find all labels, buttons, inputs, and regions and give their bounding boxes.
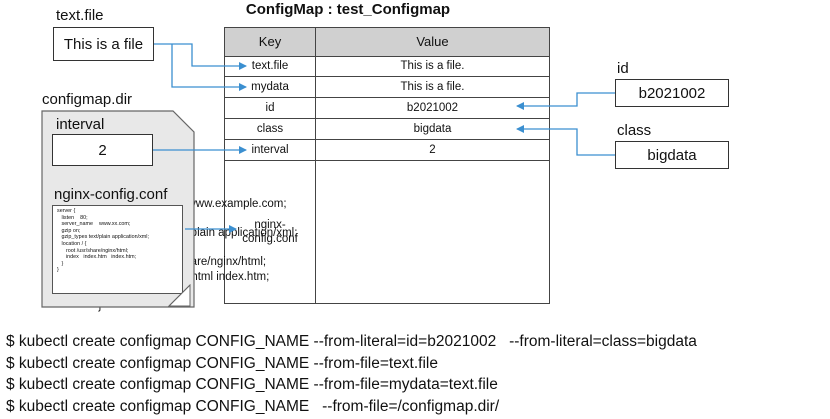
- page-curl-icon: [168, 284, 191, 307]
- table-row: id b2021002: [225, 98, 549, 119]
- nginx-key-line: config.conf: [242, 233, 298, 245]
- code-line: }: [57, 260, 64, 267]
- configmap-title: ConfigMap : test_Configmap: [245, 1, 451, 18]
- command-line: $ kubectl create configmap CONFIG_NAME -…: [6, 376, 498, 393]
- table-row: interval 2: [225, 140, 549, 161]
- arrow-text-file: [154, 43, 247, 70]
- code-line: server {: [57, 208, 76, 214]
- code-line: location / {: [57, 240, 87, 247]
- class-value: bigdata: [647, 146, 697, 164]
- arrow-class: [516, 125, 615, 156]
- command-line: $ kubectl create configmap CONFIG_NAME -…: [6, 397, 500, 415]
- header-key: Key: [258, 34, 282, 49]
- header-value: Value: [416, 34, 449, 49]
- configmap-table: Key Value text.file This is a file. myda…: [224, 27, 550, 304]
- row-key: interval: [251, 143, 289, 156]
- row-value: b2021002: [406, 102, 459, 114]
- text-file-content: This is a file: [63, 35, 144, 53]
- table-row: text.file This is a file.: [225, 56, 549, 77]
- id-value: b2021002: [638, 84, 706, 102]
- row-value: This is a file.: [400, 81, 465, 93]
- code-line: root /usr/share/nginx/html;: [57, 247, 129, 254]
- command-line: $ kubectl create configmap CONFIG_NAME -…: [6, 354, 438, 372]
- code-line: gzip_types text/plain application/xml;: [57, 234, 149, 241]
- column-separator: [315, 28, 316, 303]
- code-line: listen 80;: [57, 214, 88, 221]
- nginx-config-file-preview: server { listen 80; server_name www.xx.c…: [52, 205, 183, 294]
- row-key: mydata: [251, 80, 289, 93]
- interval-box: 2: [52, 134, 153, 166]
- row-key: id: [265, 101, 275, 114]
- id-label: id: [617, 60, 629, 77]
- row-key: class: [256, 122, 284, 135]
- text-file-label: text.file: [56, 7, 104, 24]
- command-list: $ kubectl create configmap CONFIG_NAME -…: [6, 331, 697, 417]
- nginx-config-label: nginx-config.conf: [54, 186, 168, 203]
- table-row: class bigdata: [225, 119, 549, 140]
- row-key: text.file: [251, 59, 289, 72]
- nginx-key-line: nginx-: [254, 218, 286, 231]
- command-line: $ kubectl create configmap CONFIG_NAME -…: [6, 333, 697, 350]
- row-key-nginx: nginx- config.conf: [225, 161, 315, 303]
- arrow-id: [516, 92, 615, 110]
- table-header: Key Value: [225, 28, 549, 57]
- code-line: }: [57, 267, 59, 274]
- interval-label: interval: [56, 116, 105, 133]
- code-line: server_name www.xx.com;: [57, 221, 131, 228]
- interval-value: 2: [98, 141, 107, 159]
- code-line: gzip on;: [57, 227, 81, 234]
- class-box: bigdata: [615, 141, 729, 169]
- row-value: 2: [429, 144, 436, 156]
- configmap-dir-label: configmap.dir: [42, 91, 133, 108]
- table-row-nginx: nginx- config.conf: [225, 161, 549, 303]
- arrow-mydata: [171, 44, 247, 91]
- text-file-box: This is a file: [53, 27, 154, 61]
- table-row: mydata This is a file.: [225, 77, 549, 98]
- id-box: b2021002: [615, 79, 729, 107]
- code-line: index index.htm index.htm;: [57, 254, 137, 261]
- row-value: This is a file.: [400, 60, 465, 72]
- class-label: class: [617, 122, 652, 139]
- row-value: bigdata: [413, 123, 452, 135]
